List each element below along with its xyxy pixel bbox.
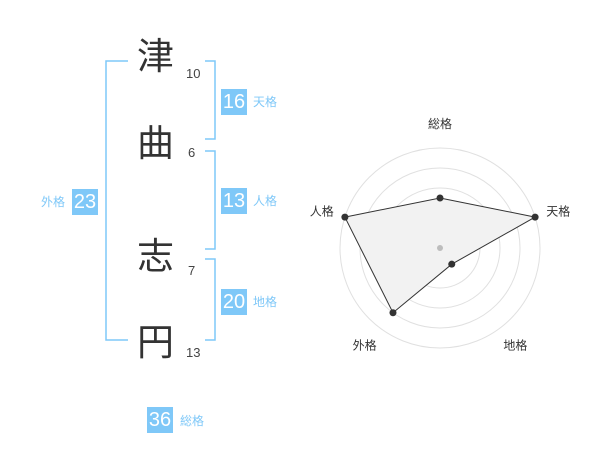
radar-area (344, 197, 537, 314)
stroke-count-2: 6 (188, 145, 196, 160)
tenkaku-value-badge: 16 (221, 89, 247, 115)
radar-axis-label: 天格 (546, 204, 570, 219)
radar-point (531, 213, 539, 221)
chikaku-label: 地格 (253, 295, 278, 309)
radar-ring (339, 147, 541, 349)
gaikaku-bracket (105, 60, 128, 341)
gaikaku-value-badge: 23 (72, 189, 98, 215)
stroke-count-1: 10 (186, 66, 201, 81)
chikaku-bracket (205, 258, 216, 341)
jinkaku-bracket (205, 150, 216, 250)
radar-axis-label: 人格 (310, 204, 334, 219)
radar-point (448, 260, 456, 268)
radar-polygon (344, 197, 537, 314)
radar-center-dot (437, 245, 443, 251)
name-char-2: 曲 (137, 122, 174, 165)
radar-point (436, 194, 444, 202)
radar-axis-label: 地格 (503, 337, 527, 352)
radar-point (389, 309, 397, 317)
tenkaku-label: 天格 (253, 95, 278, 109)
jinkaku-label: 人格 (253, 194, 278, 208)
stroke-count-3: 7 (188, 263, 196, 278)
jinkaku-value-badge: 13 (221, 188, 247, 214)
radar-points (341, 194, 539, 317)
gaikaku-label: 外格 (41, 195, 66, 209)
tenkaku-bracket (205, 60, 216, 140)
chikaku-value-badge: 20 (221, 289, 247, 315)
soukaku-label: 総格 (180, 414, 205, 428)
name-char-1: 津 (137, 35, 174, 78)
radar-axis-label: 総格 (428, 116, 452, 131)
stroke-count-4: 13 (186, 345, 201, 360)
radar-axis-label: 外格 (353, 337, 377, 352)
name-char-4: 円 (137, 321, 174, 364)
soukaku-value-badge: 36 (147, 407, 173, 433)
radar-point (341, 213, 349, 221)
name-char-3: 志 (137, 235, 174, 278)
